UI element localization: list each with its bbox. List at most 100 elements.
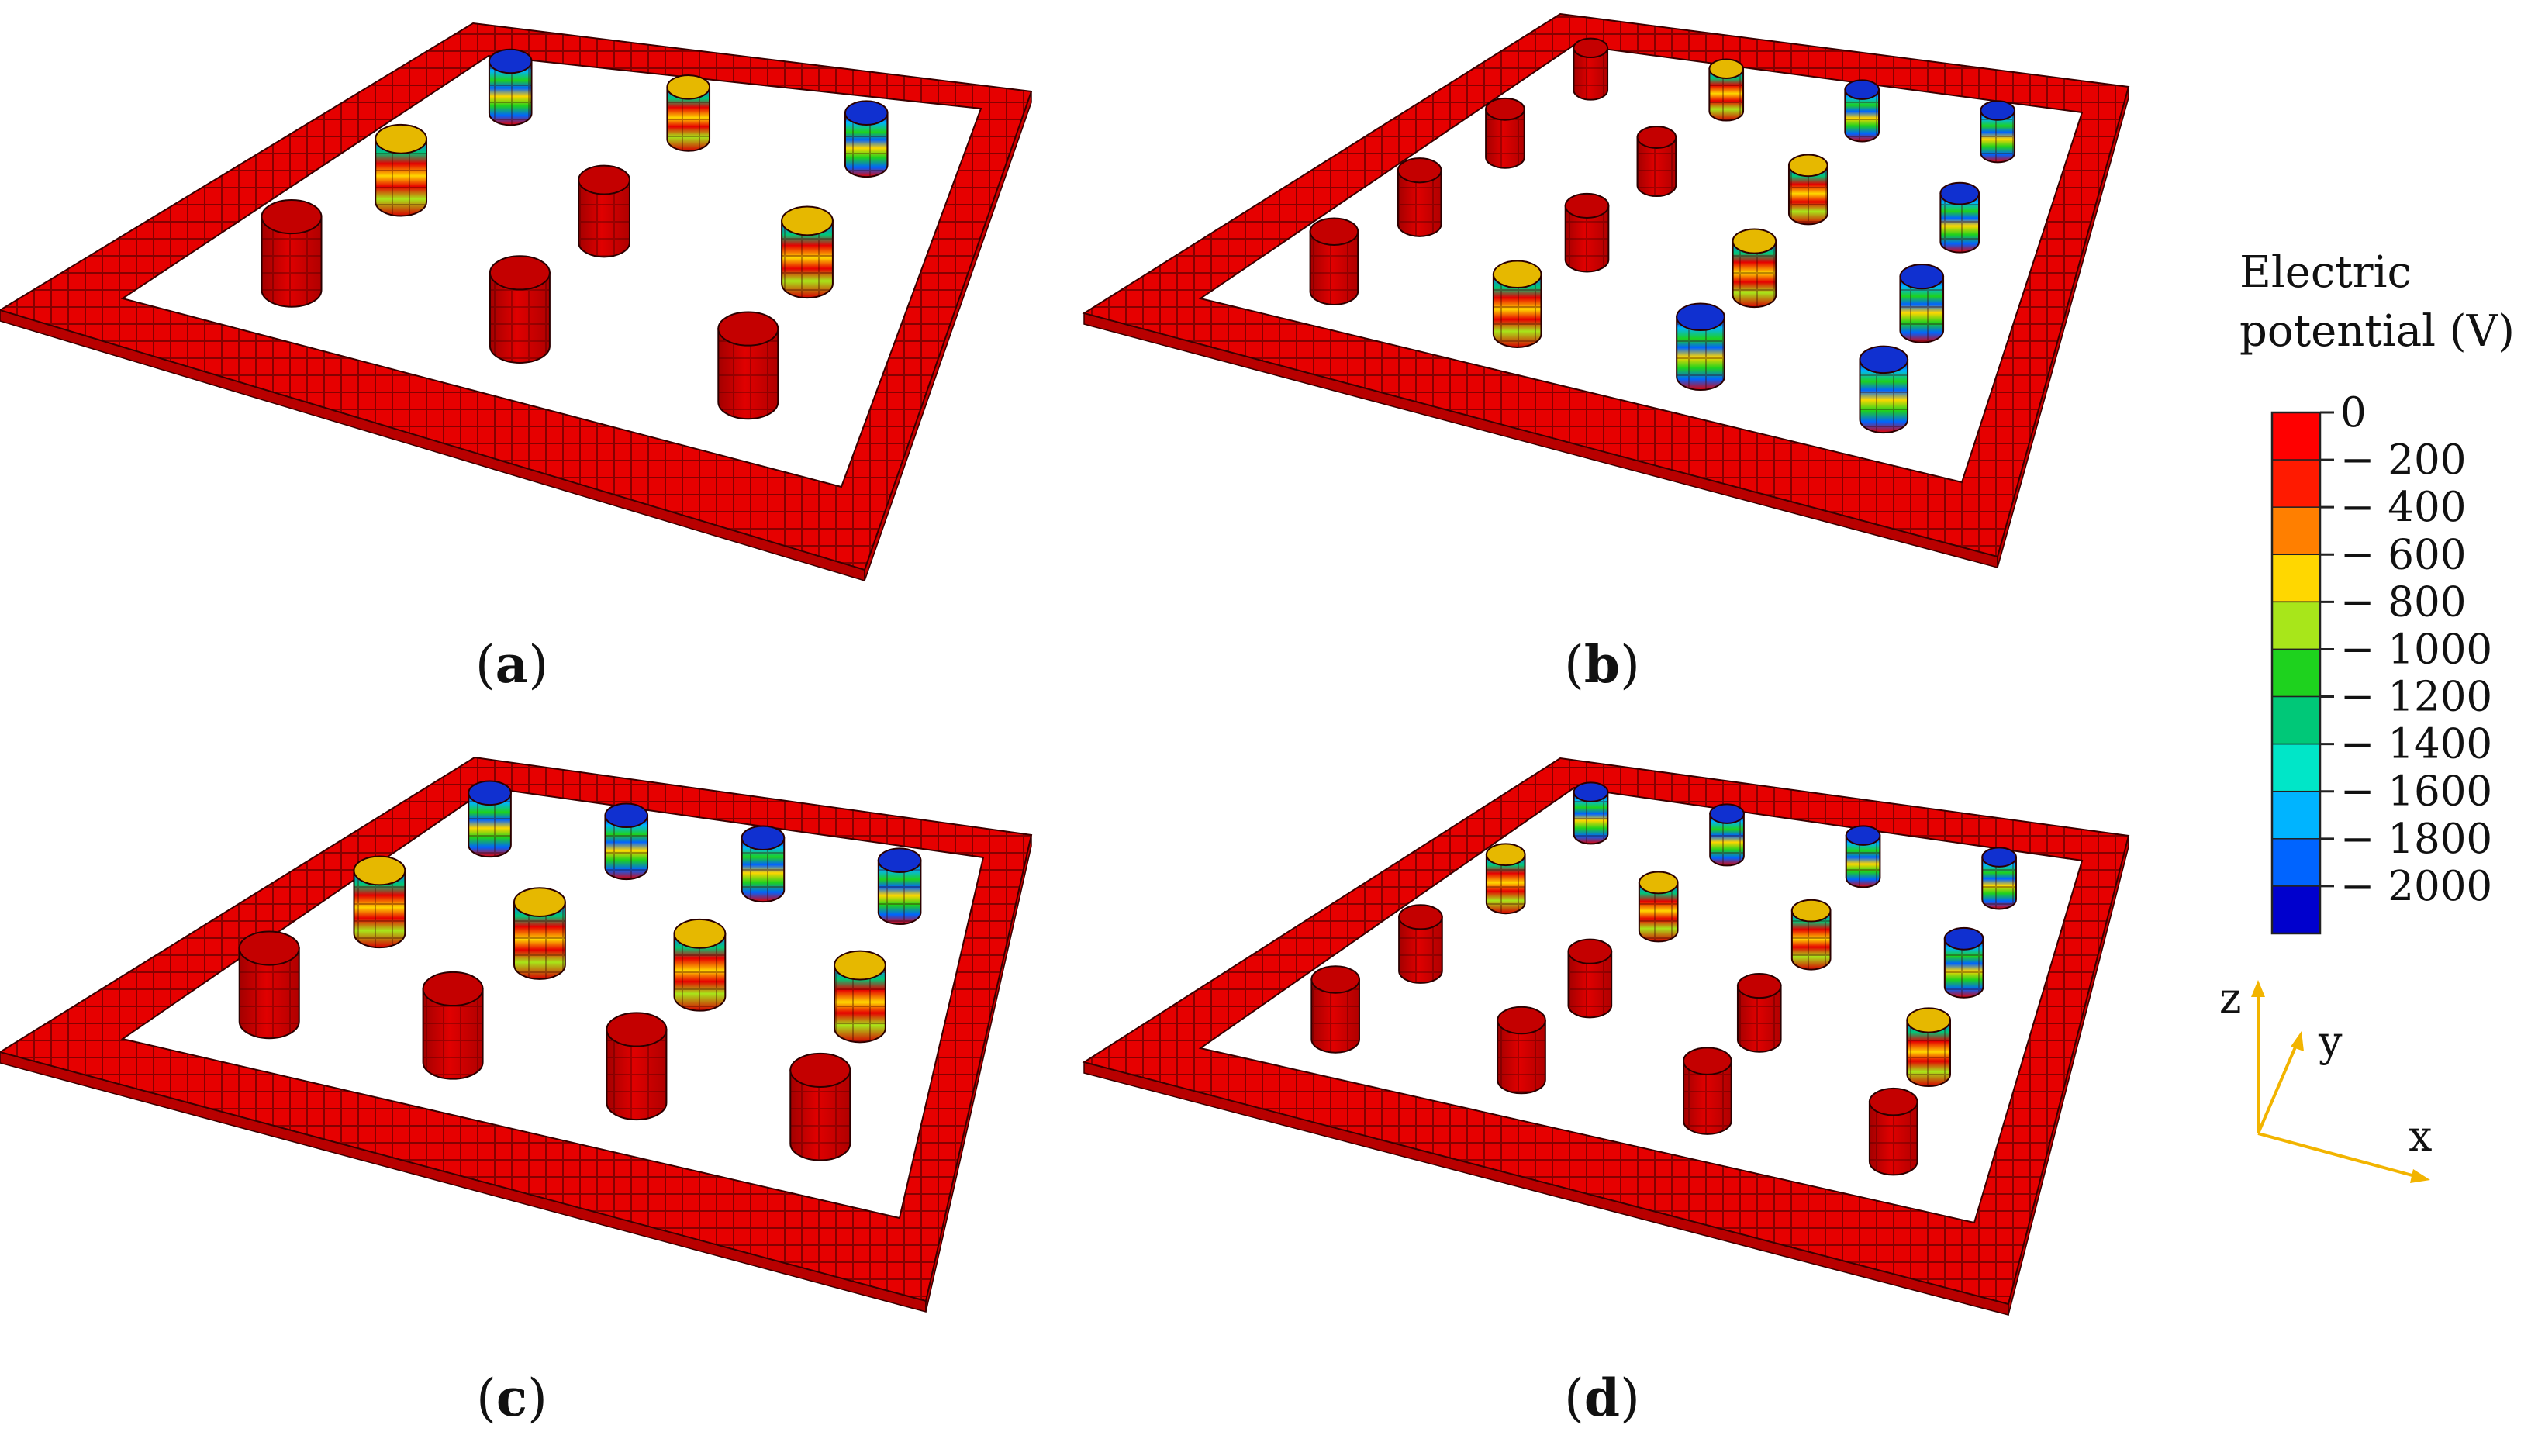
piezo-pillar bbox=[666, 74, 711, 152]
legend-tick-label: − 1800 bbox=[2340, 816, 2492, 863]
panel-c bbox=[0, 756, 1033, 1313]
piezo-pillar bbox=[1980, 100, 2016, 164]
legend-swatch bbox=[2271, 695, 2321, 745]
frame-mesh-a bbox=[0, 23, 1031, 570]
x-axis-line bbox=[2257, 1132, 2419, 1178]
piezo-pillar bbox=[673, 918, 727, 1012]
legend-tick-label: − 1600 bbox=[2340, 768, 2492, 816]
frame-outline-d bbox=[1082, 757, 2130, 1306]
piezo-pillar bbox=[834, 950, 886, 1044]
panel-b bbox=[1082, 12, 2130, 568]
legend-swatch bbox=[2271, 885, 2321, 934]
piezo-pillar bbox=[1638, 871, 1679, 943]
legend-tick-label: − 1400 bbox=[2340, 721, 2492, 768]
piezo-pillar bbox=[1939, 181, 1980, 254]
piezo-pillar bbox=[1564, 192, 1610, 273]
frame-outline-a bbox=[0, 22, 1033, 571]
piezo-pillar bbox=[488, 48, 533, 126]
piezo-pillar bbox=[1845, 825, 1881, 888]
piezo-pillar bbox=[741, 825, 786, 902]
frame-front-side-c bbox=[0, 1051, 927, 1313]
y-axis-arrowhead bbox=[2291, 1031, 2304, 1051]
piezo-pillar bbox=[1492, 260, 1542, 348]
legend-tick-label: − 1000 bbox=[2340, 626, 2492, 673]
caption-c: (c) bbox=[476, 1368, 547, 1428]
piezo-pillar bbox=[1567, 938, 1613, 1019]
axis-triad: z y x bbox=[2219, 974, 2432, 1183]
piezo-pillar bbox=[353, 855, 406, 949]
frame-front-side-b bbox=[1083, 312, 1998, 568]
legend-swatch bbox=[2271, 648, 2321, 698]
piezo-pillar bbox=[1790, 899, 1832, 971]
piezo-pillar bbox=[468, 780, 512, 858]
piezo-pillar bbox=[1683, 1047, 1732, 1135]
legend-swatch bbox=[2271, 554, 2321, 603]
legend-tick-label: 0 bbox=[2340, 389, 2367, 436]
piezo-pillar bbox=[1868, 1087, 1918, 1176]
piezo-pillar bbox=[1859, 345, 1909, 434]
piezo-pillar bbox=[1708, 58, 1745, 122]
piezo-pillar bbox=[1485, 97, 1525, 169]
panel-a bbox=[0, 22, 1033, 582]
piezo-pillar bbox=[1943, 926, 1984, 999]
panels-layer bbox=[0, 12, 2130, 1316]
x-axis-arrowhead bbox=[2410, 1169, 2430, 1183]
z-axis-arrowhead bbox=[2251, 980, 2265, 997]
caption-d: (d) bbox=[1564, 1368, 1640, 1428]
legend-swatch bbox=[2271, 601, 2321, 650]
legend-swatch bbox=[2271, 838, 2321, 887]
piezo-pillar bbox=[1981, 847, 2017, 910]
piezo-pillar bbox=[781, 205, 834, 299]
legend-tick-label: − 600 bbox=[2340, 531, 2466, 578]
frame-mesh-c bbox=[0, 757, 1031, 1301]
piezo-pillar bbox=[1573, 37, 1609, 101]
piezo-pillar bbox=[422, 971, 484, 1080]
y-axis-line bbox=[2257, 1043, 2298, 1134]
piezo-pillar bbox=[578, 164, 630, 258]
piezo-pillar bbox=[1906, 1007, 1951, 1087]
piezo-pillar bbox=[877, 847, 922, 926]
piezo-pillar bbox=[1485, 843, 1526, 914]
piezo-pillar bbox=[1709, 803, 1745, 867]
frame-mesh-d bbox=[1084, 758, 2129, 1304]
piezo-pillar bbox=[1787, 154, 1828, 226]
piezo-pillar bbox=[604, 802, 649, 881]
z-axis-label: z bbox=[2219, 974, 2241, 1023]
piezo-pillar bbox=[1732, 228, 1777, 308]
frame-mesh-b bbox=[1084, 14, 2129, 557]
color-legend: Electric potential (V) 0− 200− 400− 600−… bbox=[2239, 247, 2515, 935]
piezo-pillar bbox=[489, 255, 551, 364]
piezo-pillar bbox=[375, 123, 428, 217]
piezo-pillar bbox=[789, 1052, 851, 1161]
x-axis-label: x bbox=[2409, 1112, 2432, 1161]
piezo-pillar bbox=[261, 199, 323, 308]
legend-swatch bbox=[2271, 459, 2321, 508]
legend-swatch bbox=[2271, 790, 2321, 840]
piezo-pillar bbox=[717, 311, 779, 420]
legend-swatch bbox=[2271, 743, 2321, 792]
piezo-pillar bbox=[1899, 264, 1945, 343]
legend-tick-label: − 800 bbox=[2340, 578, 2466, 626]
caption-b: (b) bbox=[1564, 634, 1640, 695]
piezo-pillar bbox=[1397, 157, 1442, 237]
piezo-pillar bbox=[1676, 302, 1725, 391]
legend-tick-labels: 0− 200− 400− 600− 800− 1000− 1200− 1400−… bbox=[2320, 389, 2492, 910]
y-axis-label: y bbox=[2318, 1017, 2343, 1066]
piezo-pillar bbox=[1310, 965, 1360, 1054]
piezo-pillar bbox=[1844, 79, 1880, 143]
piezo-pillar bbox=[1398, 904, 1443, 984]
piezo-pillar bbox=[238, 930, 300, 1040]
piezo-pillar bbox=[1573, 781, 1609, 845]
legend-bar-outline bbox=[2270, 411, 2322, 935]
piezo-pillar bbox=[1309, 217, 1359, 305]
caption-a: (a) bbox=[475, 634, 548, 695]
piezo-pillar bbox=[513, 887, 566, 980]
legend-tick-label: − 200 bbox=[2340, 436, 2466, 484]
legend-tick-label: − 2000 bbox=[2340, 863, 2492, 910]
piezo-pillar bbox=[844, 100, 889, 178]
legend-swatch bbox=[2271, 506, 2321, 556]
piezo-pillar bbox=[606, 1012, 668, 1121]
legend-title-line2: potential (V) bbox=[2239, 306, 2515, 357]
piezo-pillar bbox=[1497, 1006, 1546, 1095]
